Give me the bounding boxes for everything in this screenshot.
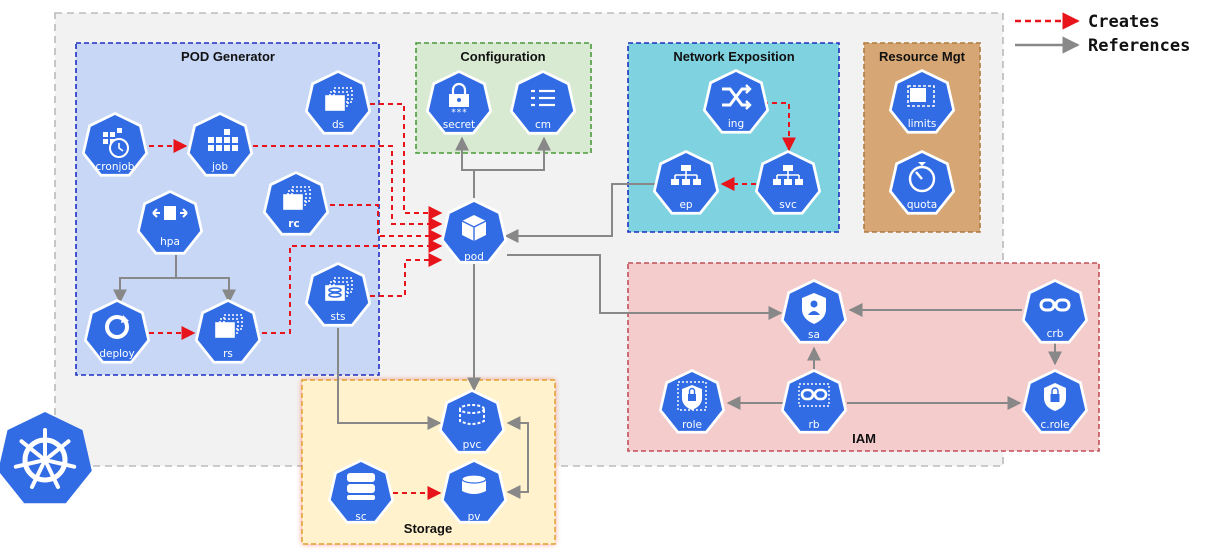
legend-references-label: References xyxy=(1088,36,1190,56)
node-label-limits: limits xyxy=(908,118,937,130)
limits-icon xyxy=(907,85,935,107)
replication-controller-icon xyxy=(283,186,311,210)
pvc-icon xyxy=(459,404,485,425)
node-label-sts: sts xyxy=(330,311,345,323)
node-limits[interactable]: limits xyxy=(888,69,956,134)
daemonset-icon xyxy=(325,87,353,111)
group-title-storage: Storage xyxy=(404,521,452,536)
node-ing[interactable]: ing xyxy=(702,69,770,134)
node-quota[interactable]: quota xyxy=(888,150,956,215)
node-label-quota: quota xyxy=(907,199,937,211)
node-svc[interactable]: svc xyxy=(754,150,822,215)
kubernetes-logo xyxy=(0,412,92,504)
endpoint-icon xyxy=(671,165,701,185)
node-label-ds: ds xyxy=(332,119,344,131)
node-label-deploy: deploy xyxy=(99,348,134,360)
pod-icon xyxy=(461,215,487,241)
node-sa[interactable]: sa xyxy=(780,279,848,344)
group-title-network: Network Exposition xyxy=(673,49,794,64)
node-pod[interactable]: pod xyxy=(440,199,508,264)
node-label-pvc: pvc xyxy=(463,439,482,451)
node-rs[interactable]: rs xyxy=(194,299,262,364)
node-sts[interactable]: sts xyxy=(304,262,372,327)
node-label-rb: rb xyxy=(809,419,820,431)
service-account-icon xyxy=(802,293,826,324)
node-label-pod: pod xyxy=(464,251,484,263)
node-rb[interactable]: rb xyxy=(780,369,848,434)
node-label-rc: rc xyxy=(288,218,299,230)
legend-creates-label: Creates xyxy=(1088,12,1160,32)
node-cronjob[interactable]: cronjob xyxy=(81,112,149,177)
node-label-hpa: hpa xyxy=(160,236,180,248)
edge-ing-svc xyxy=(736,102,796,152)
cluster-role-binding-icon xyxy=(1039,298,1071,312)
reference-edges xyxy=(113,136,1062,499)
node-label-ing: ing xyxy=(728,118,744,130)
node-crole[interactable]: c.role xyxy=(1021,369,1089,434)
edge-hpa-deploy xyxy=(113,255,177,304)
ingress-icon xyxy=(722,84,752,110)
cronjob-icon xyxy=(103,128,129,158)
node-label-pv: pv xyxy=(468,511,481,523)
node-label-sc: sc xyxy=(355,511,366,523)
role-icon xyxy=(677,381,707,411)
edge-pvc-pv xyxy=(506,416,529,499)
edge-rs-pod xyxy=(262,239,443,334)
configmap-icon xyxy=(531,89,555,107)
node-secret[interactable]: *** secret xyxy=(425,70,493,135)
node-pv[interactable]: pv xyxy=(440,459,508,524)
node-role[interactable]: role xyxy=(658,369,726,434)
service-icon xyxy=(773,165,803,185)
node-label-sa: sa xyxy=(808,329,820,341)
svg-text:***: *** xyxy=(451,108,467,118)
node-label-secret: secret xyxy=(443,119,475,131)
role-binding-icon xyxy=(798,383,830,407)
node-label-rs: rs xyxy=(223,348,233,360)
pv-icon xyxy=(461,474,487,494)
node-label-job: job xyxy=(211,161,228,173)
node-deploy[interactable]: deploy xyxy=(83,299,151,364)
node-label-ep: ep xyxy=(679,199,692,211)
hpa-icon xyxy=(152,206,188,220)
node-crb[interactable]: crb xyxy=(1021,279,1089,344)
group-title-configuration: Configuration xyxy=(460,49,545,64)
node-ep[interactable]: ep xyxy=(652,150,720,215)
secret-icon: *** xyxy=(449,82,469,118)
legend: Creates References xyxy=(1015,12,1190,56)
node-sc[interactable]: sc xyxy=(327,459,395,524)
node-label-cronjob: cronjob xyxy=(96,161,135,173)
node-label-svc: svc xyxy=(779,199,797,211)
group-title-iam: IAM xyxy=(852,431,876,446)
job-icon xyxy=(208,129,238,151)
node-label-cm: cm xyxy=(535,119,551,131)
node-job[interactable]: job xyxy=(186,112,254,177)
node-cm[interactable]: cm xyxy=(509,70,577,135)
edge-sts-pvc xyxy=(337,328,442,430)
group-title-pod-generator: POD Generator xyxy=(181,49,275,64)
node-label-crb: crb xyxy=(1047,328,1064,340)
edge-pod-cm xyxy=(474,136,551,171)
edge-rc-pod xyxy=(330,204,443,243)
create-edges xyxy=(149,102,796,500)
node-hpa[interactable]: hpa xyxy=(136,190,204,255)
group-title-resource: Resource Mgt xyxy=(879,49,966,64)
edge-ep-pod xyxy=(504,183,656,243)
edge-pod-sa xyxy=(507,254,783,320)
statefulset-icon xyxy=(325,277,353,301)
node-ds[interactable]: ds xyxy=(304,70,372,135)
replicaset-icon xyxy=(215,314,243,338)
group-storage: Storage xyxy=(301,379,556,545)
node-label-role: role xyxy=(682,419,702,431)
node-rc[interactable]: rc xyxy=(262,171,330,236)
node-pvc[interactable]: pvc xyxy=(438,389,506,454)
deployment-icon xyxy=(105,315,129,339)
storage-class-icon xyxy=(347,473,375,500)
edge-hpa-rs xyxy=(176,277,236,304)
edge-pod-secret xyxy=(455,136,475,198)
node-label-crole: c.role xyxy=(1041,419,1070,431)
cluster-role-icon xyxy=(1044,383,1066,411)
quota-icon xyxy=(908,162,936,193)
